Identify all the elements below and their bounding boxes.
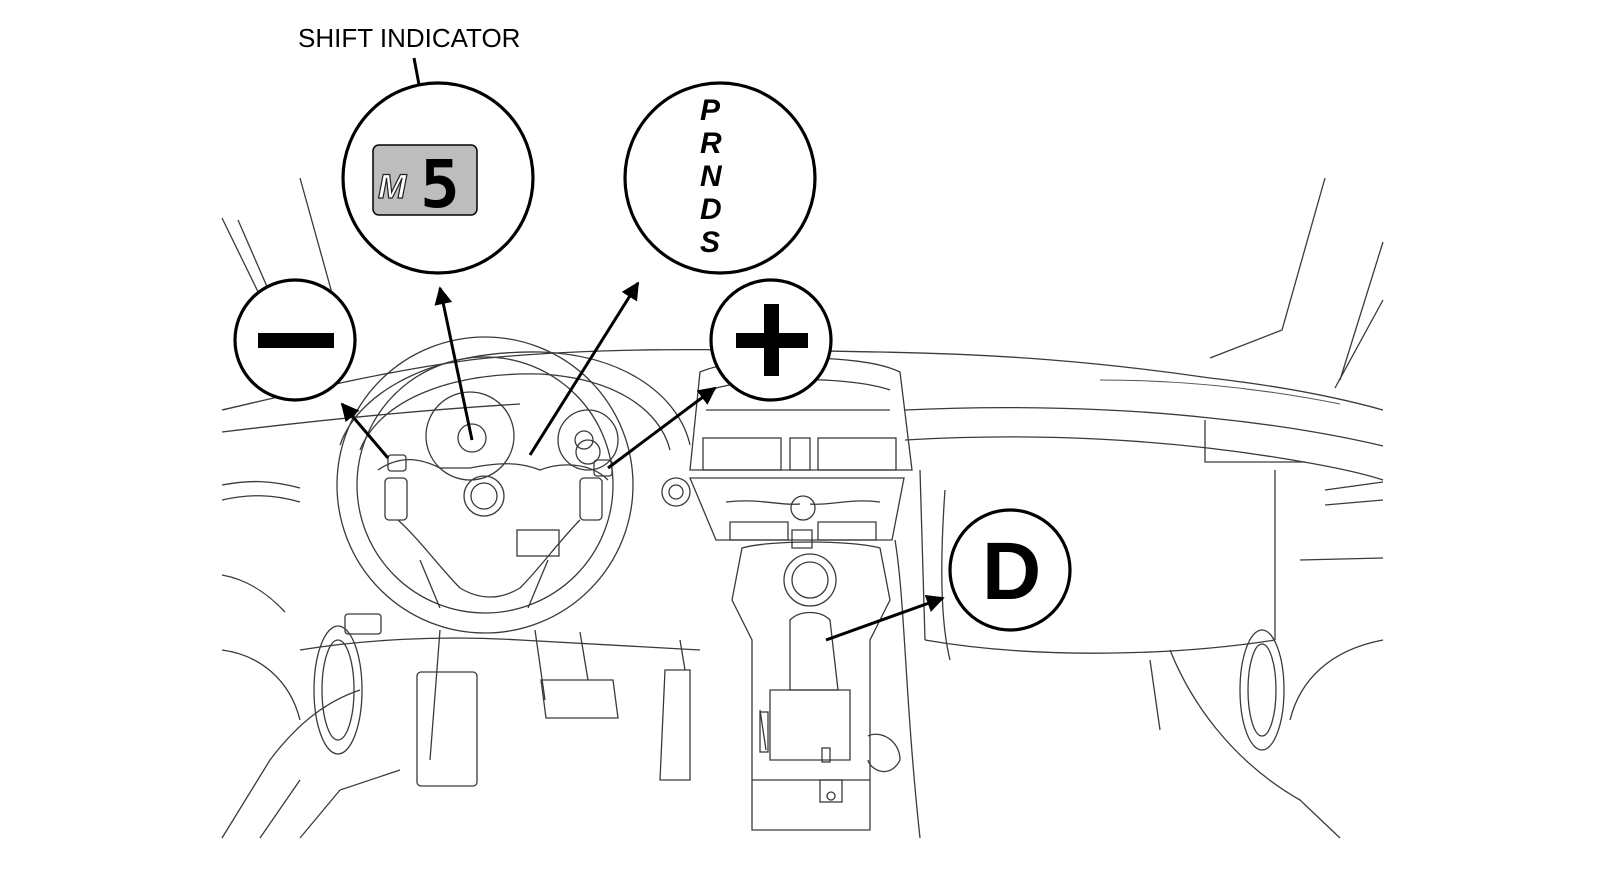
downshift-paddle-arrow [340, 402, 390, 459]
upshift-paddle-arrow [607, 386, 717, 470]
gear-display-arrow [528, 281, 640, 456]
indicator-display-panel [372, 144, 478, 216]
gear-position-p: P [700, 94, 721, 127]
indicator-mode-letter: M [378, 168, 407, 206]
downshift-paddle-callout [233, 278, 357, 402]
selector-lever-arrow [825, 595, 945, 642]
shift-indicator-callout: M 5 [341, 81, 535, 275]
gear-position-r: R [700, 127, 722, 160]
minus-icon [258, 333, 334, 348]
gear-position-d: D [700, 193, 722, 226]
gear-position-callout: P R N D S [623, 81, 817, 275]
cluster-arrow [434, 286, 474, 441]
upshift-paddle-callout [709, 278, 833, 402]
selector-position-callout: D [948, 508, 1072, 632]
gear-position-n: N [700, 160, 723, 193]
indicator-gear-number: 5 [420, 146, 460, 223]
vehicle-interior-drawing [221, 177, 1384, 839]
gear-position-s: S [700, 226, 720, 259]
selector-position-letter: D [982, 526, 1041, 617]
shift-indicator-label: SHIFT INDICATOR [298, 23, 520, 53]
